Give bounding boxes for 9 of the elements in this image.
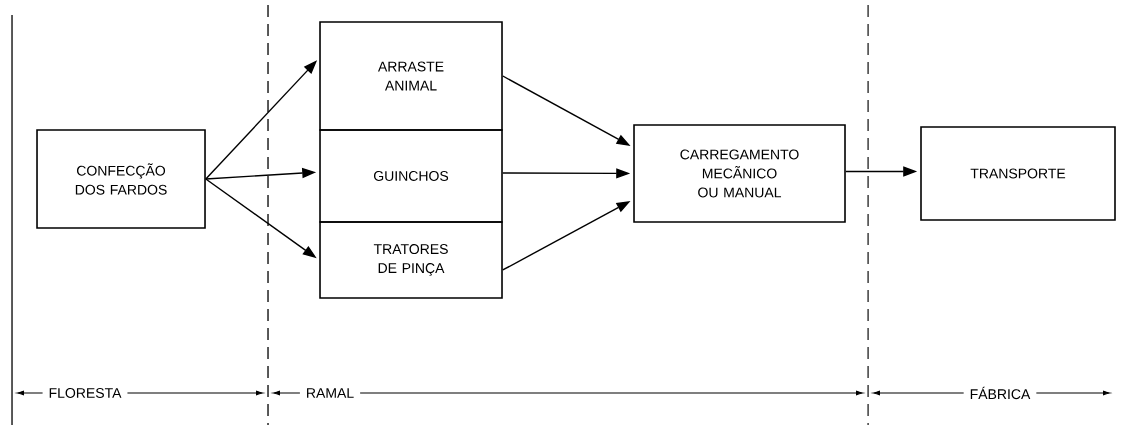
process-box: ARRASTE ANIMAL [319,21,503,131]
process-box: TRANSPORTE [920,126,1116,221]
process-box: GUINCHOS [319,129,503,223]
process-box: CARREGAMENTO MECÃNICO OU MANUAL [633,124,846,223]
region-label: FLORESTA [42,386,128,400]
region-label: RAMAL [299,386,361,400]
process-box: TRATORES DE PINÇA [319,221,503,299]
process-box: CONFECÇÃO DOS FARDOS [36,129,206,229]
region-label: FÁBRICA [963,384,1037,402]
